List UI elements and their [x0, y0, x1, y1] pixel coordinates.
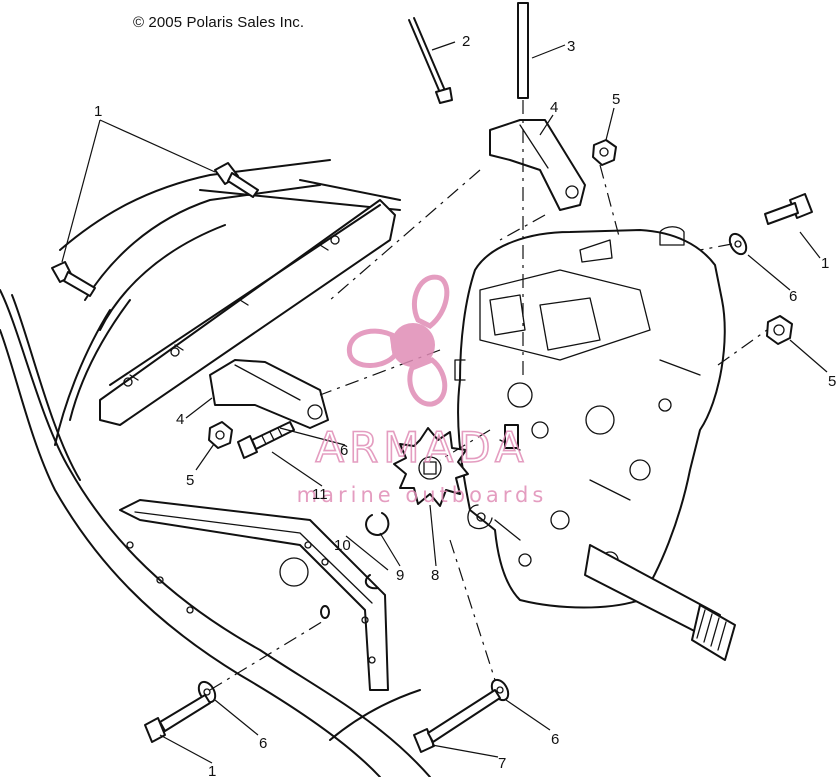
bracket-part-4-left [209, 359, 329, 429]
callout-5-top: 5 [612, 91, 620, 108]
bolt-part-1-bottom [144, 694, 211, 743]
propeller-hub [391, 323, 435, 367]
bolt-part-1-top-a [214, 162, 259, 198]
output-shaft [584, 544, 736, 661]
callout-2: 2 [462, 33, 470, 50]
upper-mounting-rail [99, 199, 396, 426]
propeller-logo [346, 274, 450, 407]
callout-8: 8 [431, 567, 439, 584]
gearbox-housing [454, 226, 726, 609]
callout-7: 7 [498, 755, 506, 772]
bolt-part-2 [408, 17, 453, 104]
washer-part-6-right [728, 232, 748, 256]
callout-1-top: 1 [94, 103, 102, 120]
callout-5-right: 5 [828, 373, 836, 390]
bracket-part-4-top [489, 119, 586, 211]
rod-part-3 [517, 2, 529, 99]
callout-10: 10 [334, 537, 351, 554]
clip-part-10 [364, 574, 379, 590]
callout-4-left: 4 [176, 411, 184, 428]
snap-ring-part-9 [365, 512, 390, 536]
callout-1-bottom: 1 [208, 763, 216, 777]
bolt-part-11 [237, 421, 295, 459]
callout-labels: 1 2 3 4 5 1 6 5 4 5 6 11 10 9 8 1 6 7 6 [94, 33, 836, 777]
sprocket-part-8 [393, 427, 469, 507]
callout-6-right: 6 [789, 288, 797, 305]
callout-1-right: 1 [821, 255, 829, 272]
propeller-blade-left [346, 328, 398, 368]
callout-3: 3 [567, 38, 575, 55]
bolt-part-1-top-b [51, 261, 96, 297]
armada-watermark: ARMADA marine outboards [297, 274, 548, 507]
watermark-title: ARMADA [315, 423, 528, 472]
bolt-part-7 [413, 689, 501, 753]
lower-bracket-plate [119, 499, 389, 691]
callout-11: 11 [312, 486, 328, 503]
bolt-part-1-right [764, 193, 813, 225]
callout-4-top: 4 [550, 99, 558, 116]
callout-6-mid: 6 [340, 442, 348, 459]
stud-small [320, 605, 330, 619]
nut-part-5-top [592, 139, 617, 166]
propeller-blade-right [407, 357, 448, 407]
callout-9: 9 [396, 567, 404, 584]
nut-part-5-left [208, 421, 233, 449]
callout-5-left: 5 [186, 472, 194, 489]
copyright-notice: © 2005 Polaris Sales Inc. [133, 14, 305, 31]
watermark-subtitle: marine outboards [297, 483, 548, 507]
callout-6-bottom-right: 6 [551, 731, 559, 748]
callout-leader-lines [61, 41, 828, 764]
propeller-blade-top [411, 274, 450, 329]
nut-part-5-right [766, 315, 793, 345]
callout-6-bottom-left: 6 [259, 735, 267, 752]
frame-tubes [0, 159, 431, 777]
